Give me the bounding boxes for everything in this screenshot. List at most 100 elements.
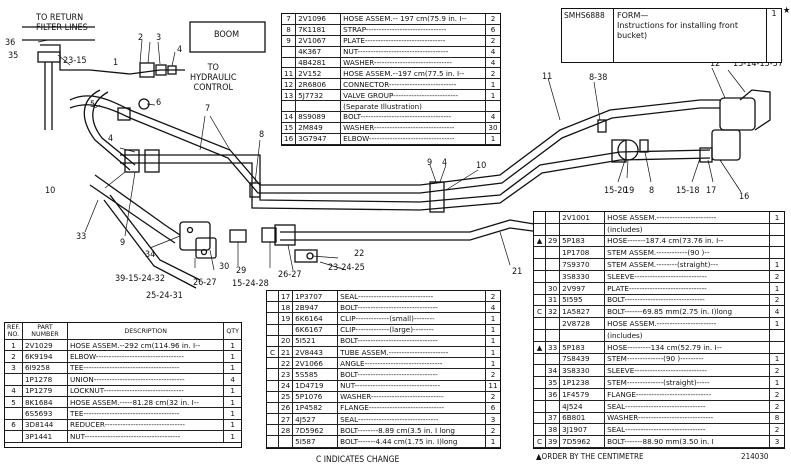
row-description: PLATE------------------------------- bbox=[340, 35, 486, 47]
row-part-number: 6K9194 bbox=[22, 350, 68, 363]
row-ref-number: 18 bbox=[278, 301, 294, 314]
callout-26-27a: 26-27 bbox=[193, 278, 217, 288]
row-ref-number: 33 bbox=[545, 341, 561, 354]
valve-group bbox=[719, 97, 756, 131]
row-ref-number: 6 bbox=[5, 419, 23, 432]
row-flag bbox=[534, 317, 546, 330]
row-part-number: 3G7947 bbox=[295, 133, 342, 145]
row-ref-number bbox=[545, 212, 561, 224]
row-ref-number bbox=[282, 100, 297, 113]
row-description: BOLT----------------------------------- bbox=[340, 111, 486, 123]
row-flag bbox=[534, 388, 546, 401]
row-description: VALVE GROUP------------------------- bbox=[340, 89, 486, 102]
header-desc: DESCRIPTION bbox=[67, 323, 225, 340]
row-part-number: 7D5962 bbox=[292, 424, 339, 437]
row-quantity: 1 bbox=[769, 258, 784, 271]
row-flag bbox=[267, 357, 279, 370]
row-part-number: 3S8330 bbox=[559, 270, 606, 283]
return-filter-label: TO RETURN FILTER LINES bbox=[36, 13, 88, 33]
row-part-number: 1D4719 bbox=[292, 380, 339, 392]
table-row: (Separate Illustration) bbox=[282, 100, 500, 113]
row-ref-number bbox=[5, 373, 23, 386]
row-ref-number bbox=[545, 223, 561, 236]
row-part-number: 2V1096 bbox=[295, 14, 342, 25]
callout-10b: 10 bbox=[476, 161, 487, 171]
elbow-16 bbox=[699, 147, 713, 163]
row-ref-number: 21 bbox=[278, 346, 294, 359]
callout-4a: 4 bbox=[177, 45, 183, 55]
row-quantity: 1 bbox=[223, 350, 241, 363]
row-description: CLIP-------------(small)-------- bbox=[337, 312, 486, 325]
row-ref-number bbox=[282, 46, 297, 58]
row-quantity: 11 bbox=[485, 380, 500, 392]
hose-assembly-5 bbox=[83, 89, 131, 171]
callout-23-24-25: 23-24-25 bbox=[328, 263, 365, 273]
row-description: SLEEVE---------------------------- bbox=[604, 270, 770, 283]
callout-22: 22 bbox=[354, 249, 365, 259]
row-flag bbox=[534, 400, 546, 413]
row-ref-number: 28 bbox=[278, 424, 294, 437]
row-ref-number bbox=[545, 270, 561, 283]
row-description: HOSE ASSEM.-- 197 cm(75.9 in. I-- bbox=[340, 14, 486, 25]
callout-12: 12 bbox=[710, 59, 721, 69]
form-box: SMHS6888 FORM— Instructions for installi… bbox=[561, 8, 782, 63]
row-description: BOLT-------88.90 mm(3.50 in. I bbox=[604, 435, 770, 448]
row-part-number: 7K1181 bbox=[295, 24, 342, 36]
row-ref-number: 5 bbox=[5, 396, 23, 409]
callout-11: 11 bbox=[542, 72, 553, 82]
row-quantity: 1 bbox=[223, 430, 241, 443]
callout-8-38: 8-38 bbox=[589, 73, 608, 83]
row-ref-number: 22 bbox=[278, 357, 294, 370]
row-quantity: 2 bbox=[769, 400, 784, 413]
header-ref: REF. NO. bbox=[5, 323, 23, 340]
row-flag: ▲ bbox=[534, 235, 546, 248]
row-description: SEAL------------------------------- bbox=[604, 423, 770, 437]
callout-36: 36 bbox=[5, 38, 16, 48]
row-ref-number: 2 bbox=[5, 350, 23, 363]
row-quantity: 1 bbox=[485, 312, 500, 325]
header-qty: QTY bbox=[223, 323, 241, 340]
row-description: ANGLE------------------------------ bbox=[337, 357, 486, 370]
row-flag bbox=[267, 402, 279, 415]
row-description: ELBOW--------------------------------- bbox=[340, 133, 486, 145]
row-quantity: 1 bbox=[485, 435, 500, 448]
row-part-number: 4B4281 bbox=[295, 57, 342, 69]
row-part-number: 2B947 bbox=[292, 301, 339, 314]
callout-15-24-28: 15-24-28 bbox=[232, 279, 269, 289]
row-ref-number: 26 bbox=[278, 402, 294, 415]
row-ref-number: 8 bbox=[282, 24, 297, 36]
row-quantity: 6 bbox=[485, 24, 500, 36]
row-quantity: 1 bbox=[485, 346, 500, 359]
callout-13-14-15-37: 13-14-15-37 bbox=[733, 59, 783, 69]
row-ref-number: 36 bbox=[545, 388, 561, 401]
plate-9b bbox=[144, 149, 160, 173]
row-description: STRAP------------------------------- bbox=[340, 24, 486, 36]
row-part-number: 5P183 bbox=[559, 235, 606, 248]
row-part-number: 1P3707 bbox=[292, 291, 339, 303]
row-part-number bbox=[295, 100, 342, 113]
row-description: BOLT--------8.89 cm(3.5 in. I long bbox=[337, 424, 486, 437]
row-flag bbox=[534, 412, 546, 425]
row-quantity: 2 bbox=[769, 270, 784, 283]
row-description: WASHER----------------------------- bbox=[604, 412, 770, 425]
row-part-number: 2M849 bbox=[295, 122, 342, 134]
row-part-number: 1P1238 bbox=[559, 376, 606, 389]
row-part-number: 2V1001 bbox=[559, 212, 606, 224]
row-quantity: 1 bbox=[223, 407, 241, 420]
row-quantity: 1 bbox=[769, 317, 784, 330]
row-ref-number bbox=[545, 258, 561, 271]
